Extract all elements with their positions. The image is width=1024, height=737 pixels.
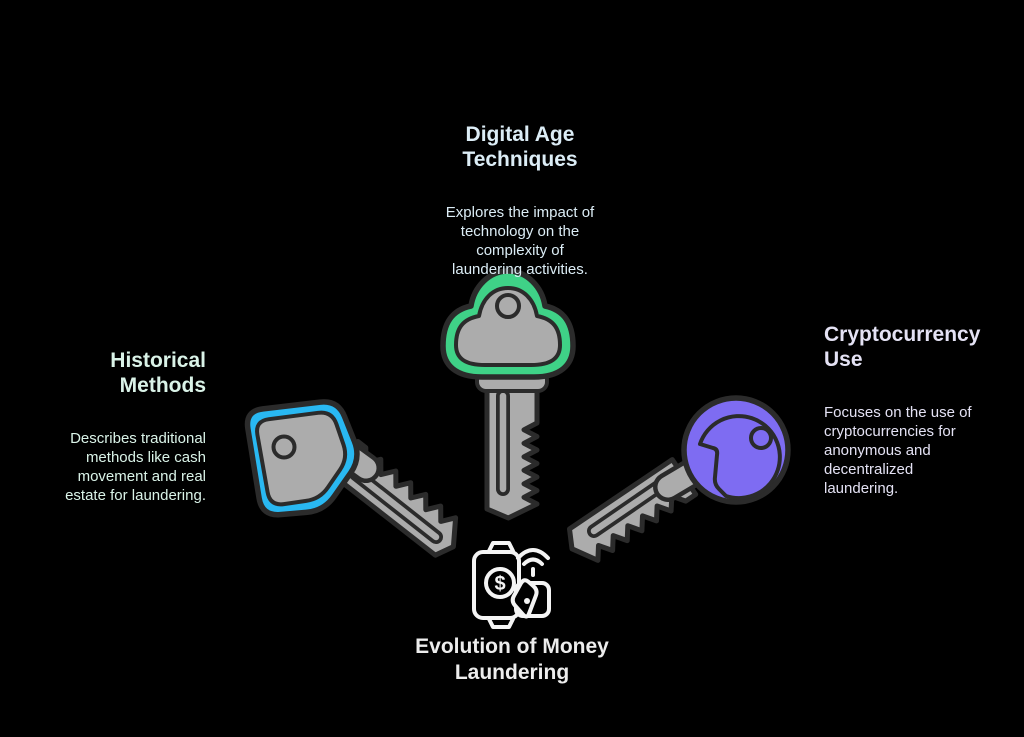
key-hole [271, 434, 297, 460]
key-hole [749, 426, 773, 450]
key-blade [484, 382, 540, 521]
key-head-inner [454, 286, 562, 367]
dollar-coin-icon [484, 567, 516, 599]
dollar-symbol: $ [494, 573, 505, 595]
item-card-historical: Historical Methods Describes traditional… [6, 330, 206, 523]
item-title: Historical Methods [110, 349, 206, 397]
item-title: Cryptocurrency Use [824, 323, 981, 371]
diagram-title: Evolution of Money Laundering [415, 635, 609, 684]
key-icon-digital [440, 268, 576, 521]
mobile-payment-icon: $ [472, 541, 551, 629]
item-card-digital: Digital Age Techniques Explores the impa… [390, 104, 650, 297]
key-hole [495, 293, 521, 319]
item-card-crypto: Cryptocurrency Use Focuses on the use of… [824, 304, 1014, 516]
contactless-waves-icon [516, 548, 550, 560]
key-head-inner [698, 414, 782, 500]
item-description: Describes traditional methods like cash … [65, 430, 206, 504]
security-tag-icon [510, 578, 539, 619]
key-icon-crypto [567, 395, 791, 563]
key-icon-historical [244, 399, 459, 558]
key-head-round [681, 395, 791, 505]
item-description: Explores the impact of technology on the… [445, 204, 595, 278]
item-title: Digital Age Techniques [462, 123, 578, 171]
item-description: Focuses on the use of cryptocurrencies f… [824, 404, 972, 497]
